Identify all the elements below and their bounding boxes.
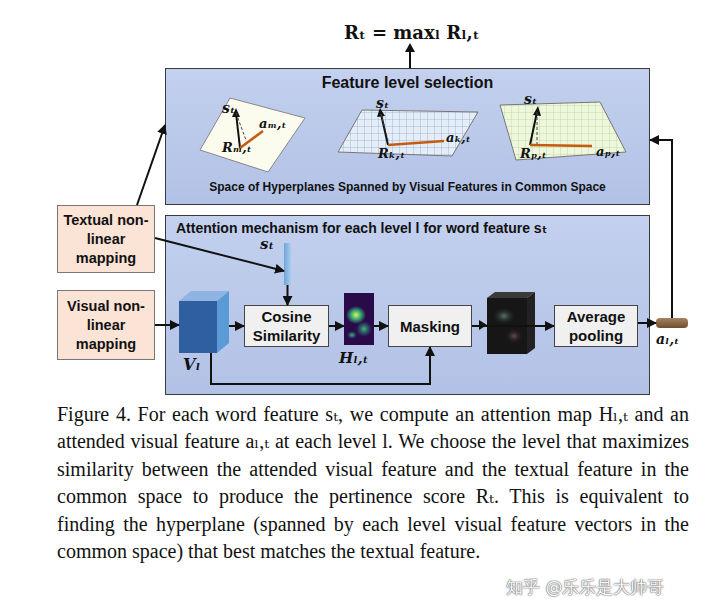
cube-shape: [179, 291, 229, 353]
vector-label: aₘ,ₜ: [259, 116, 286, 131]
selection-panel: Feature level selectionSpace of Hyperpla…: [165, 68, 650, 205]
formula: Rₜ = maxₗ Rₗ,ₜ: [344, 22, 479, 43]
vector-label: Rₚ,ₜ: [520, 146, 547, 161]
mapping-box: Textual non-linear mapping: [57, 205, 155, 273]
node-label: Cosine Similarity: [247, 307, 326, 345]
watermark: 知乎 @乐乐是大帅哥: [506, 576, 664, 599]
vector-label: sₜ: [222, 100, 235, 116]
vector-label: sₜ: [376, 95, 389, 111]
mapping-box: Visual non-linear mapping: [57, 290, 155, 360]
node-label: sₜ: [260, 235, 274, 253]
vector-label: Rₖ,ₜ: [378, 146, 405, 161]
flow-arrow: [650, 140, 672, 318]
word-feature-bar: sₜ: [284, 243, 291, 285]
node-label: Visual non-linear mapping: [60, 297, 152, 354]
caption: Figure 4. For each word feature sₜ, we c…: [57, 401, 689, 565]
process-box: Cosine Similarity: [244, 305, 329, 347]
visual-feature-cube: Vₗ: [179, 291, 229, 353]
vector-label: Rₘ,ₜ: [222, 140, 252, 155]
node-label: Attention mechanism for each level l for…: [176, 220, 547, 236]
heatmap-shape: [344, 293, 374, 345]
node-label: Masking: [400, 317, 460, 336]
node-label: Hₗ,ₜ: [339, 349, 368, 367]
node-label: Average pooling: [557, 307, 635, 345]
attention-map: Hₗ,ₜ: [344, 293, 374, 345]
node-label: Textual non-linear mapping: [60, 211, 152, 268]
vector-label: aₚ,ₜ: [596, 144, 620, 159]
process-box: Masking: [388, 305, 472, 347]
vector-label: sₜ: [524, 91, 537, 107]
output-arrow: [405, 43, 415, 68]
node-note: Space of Hyperplanes Spanned by Visual F…: [166, 180, 649, 194]
node-label: Vₗ: [183, 355, 200, 374]
node-label: Feature level selection: [166, 74, 649, 92]
attention-panel: Attention mechanism for each level l for…: [165, 215, 650, 395]
flow-arrow: [137, 125, 165, 205]
process-box: Average pooling: [554, 305, 638, 347]
vector-label: aₖ,ₜ: [446, 130, 471, 145]
attended-feature-rod: aₗ,ₜ: [656, 318, 688, 328]
node-label: aₗ,ₜ: [656, 331, 679, 347]
